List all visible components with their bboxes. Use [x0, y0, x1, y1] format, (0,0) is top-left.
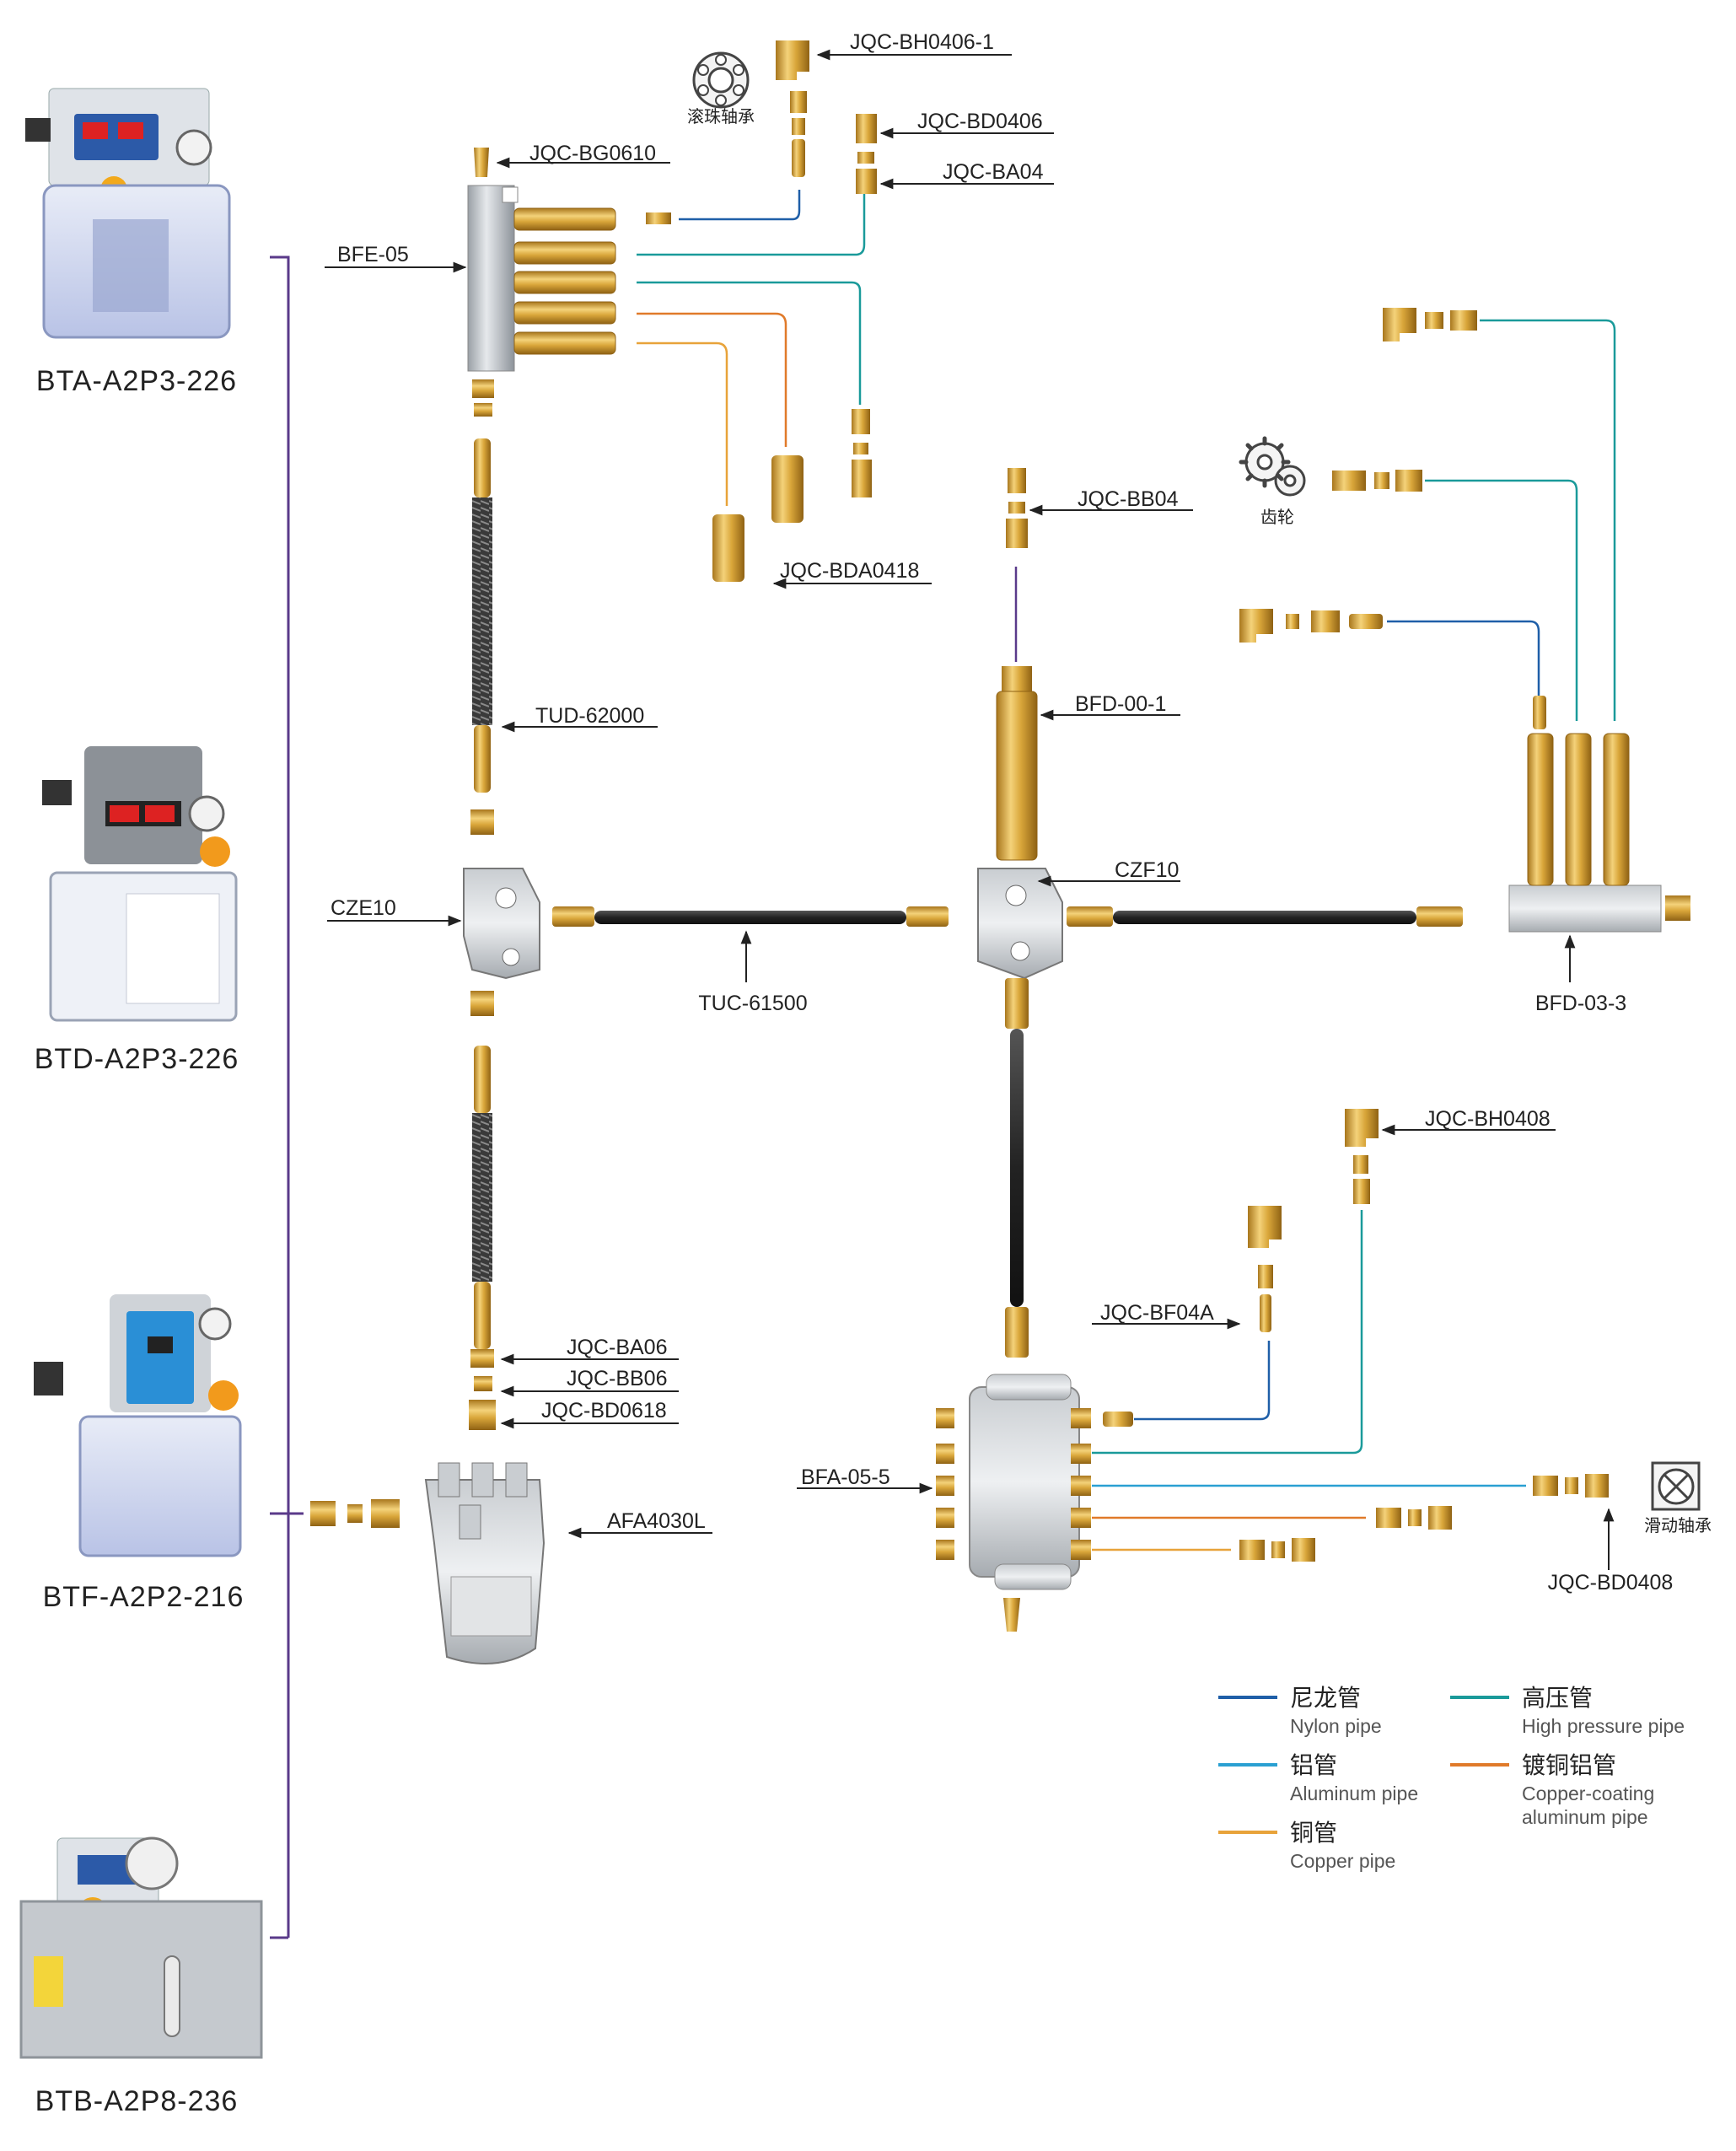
pipe-hp-bfe-2 — [637, 194, 866, 256]
legend-cn-copper: 铜管 — [1290, 1819, 1337, 1847]
label-tuc-61500: TUC-61500 — [698, 992, 807, 1015]
label-bfa-05-5: BFA-05-5 — [801, 1465, 890, 1489]
label-bfd-03-3: BFD-03-3 — [1535, 992, 1626, 1015]
label-jqc-bd0618: JQC-BD0618 — [541, 1399, 667, 1422]
gear-icon — [1239, 436, 1306, 497]
part-labels: JQC-BH0406-1 JQC-BD0406 JQC-BG0610 JQC-B… — [331, 30, 1673, 1594]
unit-btd-pump — [42, 746, 238, 1022]
bfd-03-3-distributor — [1508, 696, 1690, 933]
legend-en-high-pressure: High pressure pipe — [1522, 1715, 1685, 1737]
leader-lines — [325, 49, 1615, 1570]
pipe-legend: 尼龙管 Nylon pipe 高压管 High pressure pipe 铝管… — [1218, 1684, 1685, 1872]
bfe-outlet-fittings — [712, 40, 877, 582]
legend-cn-copper-coating: 镀铜铝管 — [1522, 1751, 1616, 1779]
label-jqc-bb06: JQC-BB06 — [567, 1367, 667, 1390]
unit-btf-pump — [34, 1294, 242, 1557]
label-cze10: CZE10 — [331, 896, 396, 920]
bfe-05-distributor — [467, 148, 671, 372]
label-tud-62000: TUD-62000 — [535, 704, 644, 728]
legend-en2-copper-coating: aluminum pipe — [1522, 1806, 1648, 1828]
vertical-hose-bfa — [1005, 978, 1029, 1358]
left-column-assembly — [463, 379, 540, 1430]
label-jqc-ba06: JQC-BA06 — [567, 1336, 667, 1359]
afa4030l-filter — [424, 1462, 546, 1664]
bfa-outlet-fittings — [1103, 1109, 1609, 1562]
gear-label: 齿轮 — [1260, 507, 1294, 527]
pipe-copper-bfe-5 — [637, 341, 728, 506]
label-jqc-bf04a: JQC-BF04A — [1100, 1301, 1214, 1325]
bfd-outlet-fittings — [1239, 308, 1477, 643]
label-bfd-00-1: BFD-00-1 — [1075, 692, 1166, 716]
unit-bracket — [270, 255, 304, 1939]
label-jqc-bd0406: JQC-BD0406 — [917, 110, 1043, 133]
label-afa4030l: AFA4030L — [607, 1509, 706, 1533]
unit-label-btd: BTD-A2P3-226 — [35, 1043, 239, 1075]
legend-en-copper-coating: Copper-coating — [1522, 1783, 1654, 1804]
label-jqc-bg0610: JQC-BG0610 — [529, 142, 656, 165]
label-jqc-bb04: JQC-BB04 — [1078, 487, 1179, 511]
label-jqc-bh0408: JQC-BH0408 — [1425, 1107, 1551, 1131]
ball-bearing-icon — [692, 51, 750, 109]
tuc-61500-hose — [552, 906, 949, 927]
ball-bearing-label: 滚珠轴承 — [687, 106, 755, 126]
label-bfe-05: BFE-05 — [337, 243, 409, 266]
label-jqc-ba04: JQC-BA04 — [943, 160, 1044, 184]
label-jqc-bh0406-1: JQC-BH0406-1 — [850, 30, 994, 54]
pipes — [637, 190, 1616, 1551]
legend-cn-high-pressure: 高压管 — [1522, 1684, 1593, 1712]
label-jqc-bd0408: JQC-BD0408 — [1548, 1571, 1674, 1594]
legend-en-aluminum: Aluminum pipe — [1290, 1783, 1418, 1804]
filter-inlet-fittings — [310, 1499, 400, 1528]
label-czf10: CZF10 — [1115, 858, 1179, 882]
label-jqc-bda0418: JQC-BDA0418 — [780, 559, 919, 583]
unit-label-btf: BTF-A2P2-216 — [43, 1581, 245, 1613]
pipe-nylon-bfe-1 — [679, 190, 801, 221]
legend-en-nylon: Nylon pipe — [1290, 1715, 1382, 1737]
unit-bta-pump — [25, 88, 231, 339]
pipe-cu-coat-bfe-4 — [637, 312, 787, 447]
right-hose — [1067, 906, 1463, 927]
bfa-05-5-distributor — [936, 1374, 1091, 1632]
unit-label-bta: BTA-A2P3-226 — [36, 365, 237, 397]
pipe-hp-bfe-3 — [637, 281, 862, 405]
legend-en-copper: Copper pipe — [1290, 1850, 1395, 1872]
bfd-00-1-assembly — [977, 468, 1063, 980]
sliding-bearing-icon — [1651, 1461, 1701, 1511]
legend-cn-nylon: 尼龙管 — [1290, 1684, 1361, 1712]
sliding-bearing-label: 滑动轴承 — [1644, 1515, 1712, 1535]
legend-cn-aluminum: 铝管 — [1290, 1751, 1337, 1779]
unit-btb-pump — [19, 1836, 263, 2059]
unit-label-btb: BTB-A2P8-236 — [35, 2085, 239, 2117]
